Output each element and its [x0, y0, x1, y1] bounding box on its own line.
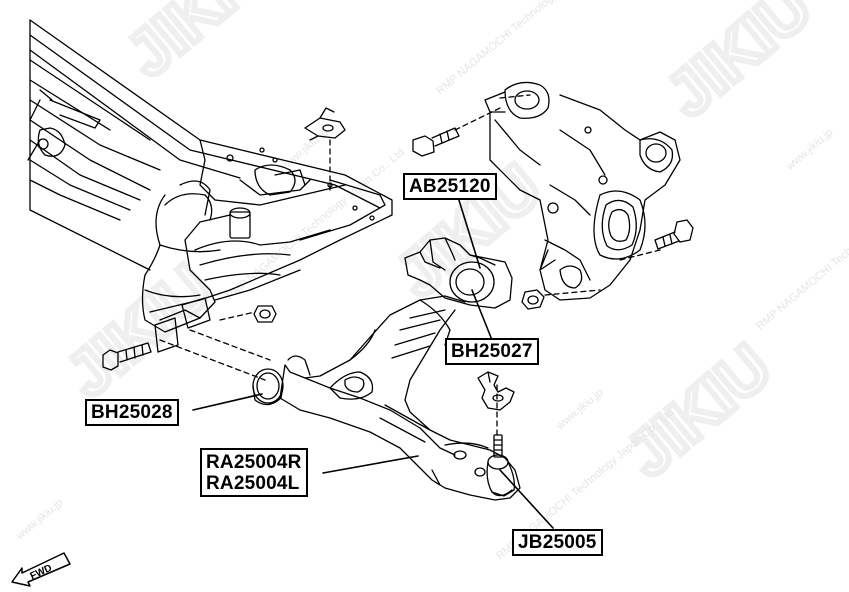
- part-number: BH25028: [91, 402, 173, 423]
- part-number: RA25004L: [206, 473, 300, 494]
- part-number: RA25004R: [206, 452, 302, 473]
- forward-label: FWD: [29, 563, 54, 583]
- rear-bushing: [404, 237, 513, 309]
- ball-joint: [486, 434, 516, 497]
- part-label-ab25120: AB25120: [403, 173, 497, 200]
- bushing-nut: [521, 289, 545, 310]
- part-label-bh25027: BH25027: [445, 338, 539, 365]
- knuckle-bolt: [412, 127, 460, 157]
- front-mount-bolt: [102, 342, 152, 371]
- leader-lines: [192, 196, 554, 529]
- part-label-ra25004: RA25004R RA25004L: [200, 448, 308, 497]
- part-label-jb25005: JB25005: [512, 529, 603, 556]
- front-bushing: [252, 355, 311, 406]
- forward-arrow-icon: FWD: [11, 552, 71, 587]
- knuckle-pinch-bolt: [654, 219, 694, 250]
- part-number: AB25120: [409, 176, 491, 197]
- ball-joint-clip: [477, 371, 515, 411]
- subframe-nut: [253, 305, 277, 323]
- part-number: BH25027: [451, 341, 533, 362]
- lower-control-arm: [279, 295, 521, 501]
- steering-knuckle: [484, 81, 681, 301]
- subframe-clip: [304, 107, 346, 141]
- part-number: JB25005: [518, 532, 597, 553]
- subframe: [27, 19, 393, 353]
- part-label-bh25028: BH25028: [85, 399, 179, 426]
